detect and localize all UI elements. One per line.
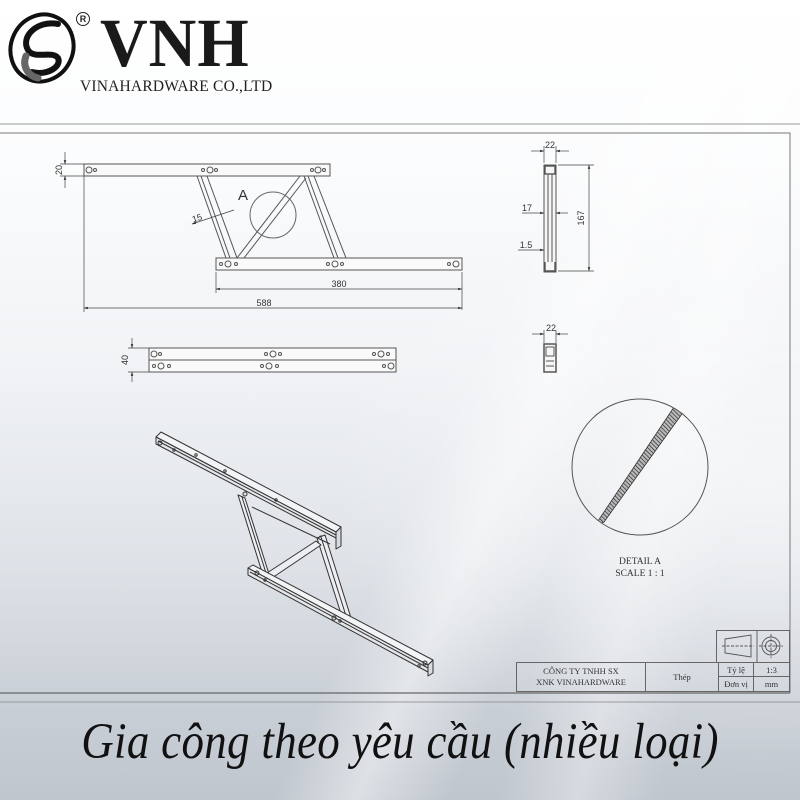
scale-label: Tỷ lệ <box>719 663 754 677</box>
company-logo: R VNH VINAHARDWARE CO.,LTD <box>8 5 298 98</box>
side-view-dimensions <box>518 146 594 272</box>
page-caption: Gia công theo yêu cầu (nhiều loại) <box>81 713 719 770</box>
company-line-2: XNK VINAHARDWARE <box>536 677 626 687</box>
company-tagline: VINAHARDWARE CO.,LTD <box>80 78 273 95</box>
brand-name: VNH <box>100 5 250 82</box>
dimension-folded-height: 40 <box>120 355 130 365</box>
dimension-side-width: 22 <box>545 140 555 150</box>
detail-title: DETAIL A <box>619 557 661 567</box>
sheet-frame <box>0 123 800 703</box>
dimension-side-thickness: 1.5 <box>520 240 533 250</box>
scale-value: 1:3 <box>754 663 789 677</box>
company-line-1: CÔNG TY TNHH SX <box>543 666 619 676</box>
unit-value: mm <box>764 679 779 689</box>
isometric-view <box>155 431 434 677</box>
end-view-dimensions <box>532 330 568 343</box>
dimension-end-width: 22 <box>546 323 556 333</box>
title-block-scale-unit: Tỷ lệ 1:3 Đơn vị mm <box>719 663 789 691</box>
folded-view <box>148 347 397 373</box>
dimension-height: 20 <box>54 165 64 175</box>
registered-mark: R <box>76 12 90 26</box>
dimension-side-inner: 17 <box>522 203 532 213</box>
vnh-swirl-logo-icon <box>8 12 76 84</box>
title-block-company: CÔNG TY TNHH SX XNK VINAHARDWARE <box>517 663 646 691</box>
detail-callout-label: A <box>238 187 248 204</box>
end-view <box>543 343 557 373</box>
dimension-overall-length: 588 <box>256 298 271 308</box>
title-block: CÔNG TY TNHH SX XNK VINAHARDWARE Thép Tỷ… <box>516 662 790 692</box>
dimension-side-height: 167 <box>576 210 586 225</box>
dimension-lower-length: 380 <box>331 279 346 289</box>
folded-view-dimensions <box>128 338 149 382</box>
front-view-dimensions <box>60 152 463 312</box>
unit-label: Đơn vị <box>719 677 754 691</box>
front-view <box>83 163 463 271</box>
detail-a-view <box>571 398 709 536</box>
projection-box <box>716 630 790 663</box>
detail-a-caption: DETAIL A SCALE 1 : 1 <box>590 556 690 580</box>
first-angle-projection-icon <box>722 630 783 662</box>
detail-scale: SCALE 1 : 1 <box>615 569 665 579</box>
dimension-bar-width: 15 <box>191 212 204 225</box>
title-block-material: Thép <box>646 663 719 691</box>
side-view <box>543 164 557 273</box>
